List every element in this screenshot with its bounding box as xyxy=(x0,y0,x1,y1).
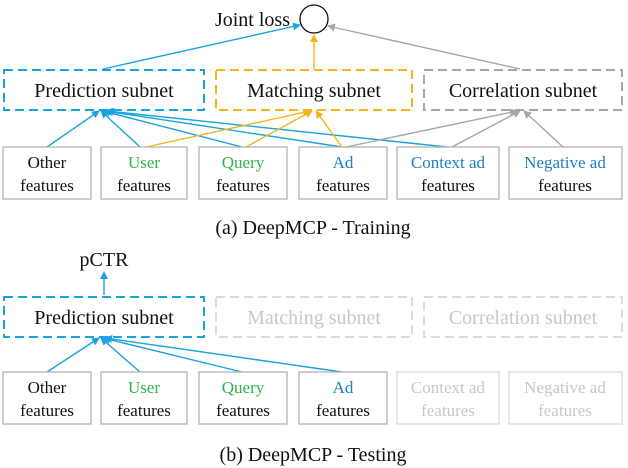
test-feature-label-negative-ad-2: features xyxy=(538,401,592,420)
test-matching-subnet-box xyxy=(215,296,413,338)
training-caption: (a) DeepMCP - Training xyxy=(215,217,410,239)
arrow-context-to-correlation xyxy=(451,110,521,148)
arrow-negative-to-correlation xyxy=(523,110,564,148)
test-arrow-other-to-prediction xyxy=(46,337,100,373)
feature-box-context-ad xyxy=(396,146,500,200)
feature-box-ad xyxy=(298,146,388,200)
test-feature-label-user-2: features xyxy=(117,401,171,420)
feature-label-context-ad-2: features xyxy=(421,176,475,195)
testing-caption: (b) DeepMCP - Testing xyxy=(220,444,407,466)
arrow-context-to-prediction xyxy=(106,107,448,148)
arrow-other-to-prediction xyxy=(46,110,100,148)
training-features: Other features User features Query featu… xyxy=(2,146,623,200)
feature-label-other-2: features xyxy=(20,176,74,195)
test-feature-label-other-2: features xyxy=(20,401,74,420)
test-feature-label-context-ad-1: Context ad xyxy=(411,378,486,397)
testing-feature-arrows xyxy=(46,335,343,373)
feature-label-negative-ad-1: Negative ad xyxy=(524,153,606,172)
correlation-subnet-label: Correlation subnet xyxy=(449,80,598,102)
test-arrow-user-to-prediction xyxy=(100,337,141,373)
feature-box-query xyxy=(198,146,288,200)
test-prediction-subnet-label: Prediction subnet xyxy=(34,307,174,329)
test-feature-box-user xyxy=(100,371,188,425)
arrow-ad-to-correlation xyxy=(345,108,518,148)
feature-label-other-1: Other xyxy=(28,153,67,172)
feature-label-negative-ad-2: features xyxy=(538,176,592,195)
test-arrow-ad-to-prediction xyxy=(104,335,343,373)
test-correlation-subnet-box xyxy=(423,296,623,338)
feature-label-ad-1: Ad xyxy=(333,153,354,172)
test-feature-label-other-1: Other xyxy=(28,378,67,397)
feature-label-query-2: features xyxy=(216,176,270,195)
feature-label-context-ad-1: Context ad xyxy=(411,153,486,172)
test-feature-box-query xyxy=(198,371,288,425)
arrow-user-to-prediction xyxy=(100,110,141,148)
test-feature-label-user-1: User xyxy=(128,378,160,397)
arrow-query-to-matching xyxy=(245,110,313,148)
arrow-prediction-to-loss xyxy=(102,22,301,70)
joint-loss-label: Joint loss xyxy=(215,9,290,31)
arrow-user-to-matching xyxy=(145,108,311,148)
feature-label-query-1: Query xyxy=(222,153,265,172)
test-feature-label-query-2: features xyxy=(216,401,270,420)
matching-subnet-box xyxy=(215,69,413,111)
test-correlation-subnet-label: Correlation subnet xyxy=(449,307,598,329)
prediction-subnet-label: Prediction subnet xyxy=(34,80,174,102)
test-matching-subnet-label: Matching subnet xyxy=(247,307,381,329)
training-feature-arrows xyxy=(46,107,564,148)
test-feature-box-negative-ad xyxy=(508,371,623,425)
feature-label-user-1: User xyxy=(128,153,160,172)
test-feature-label-context-ad-2: features xyxy=(421,401,475,420)
pctr-label: pCTR xyxy=(80,249,130,271)
test-feature-label-ad-2: features xyxy=(316,401,370,420)
training-diagram: Joint loss Prediction subnet Matching su… xyxy=(2,4,623,239)
feature-label-ad-2: features xyxy=(316,176,370,195)
feature-box-user xyxy=(100,146,188,200)
feature-box-negative-ad xyxy=(508,146,623,200)
feature-label-user-2: features xyxy=(117,176,171,195)
test-feature-box-ad xyxy=(298,371,388,425)
testing-features: Other features User features Query featu… xyxy=(2,371,623,425)
test-feature-label-query-1: Query xyxy=(222,378,265,397)
joint-loss-node xyxy=(299,4,329,34)
arrow-query-to-prediction xyxy=(102,108,243,148)
feature-box-other xyxy=(2,146,92,200)
test-feature-box-other xyxy=(2,371,92,425)
arrow-ad-to-matching xyxy=(315,110,343,148)
arrow-ad-to-prediction xyxy=(104,108,343,148)
arrow-correlation-to-loss xyxy=(327,23,521,70)
correlation-subnet-box xyxy=(423,69,623,111)
test-feature-label-ad-1: Ad xyxy=(333,378,354,397)
test-feature-box-context-ad xyxy=(396,371,500,425)
testing-diagram: pCTR Prediction subnet Matching subnet C… xyxy=(2,249,623,466)
matching-subnet-label: Matching subnet xyxy=(247,80,381,102)
test-feature-label-negative-ad-1: Negative ad xyxy=(524,378,606,397)
test-arrow-query-to-prediction xyxy=(102,335,243,373)
